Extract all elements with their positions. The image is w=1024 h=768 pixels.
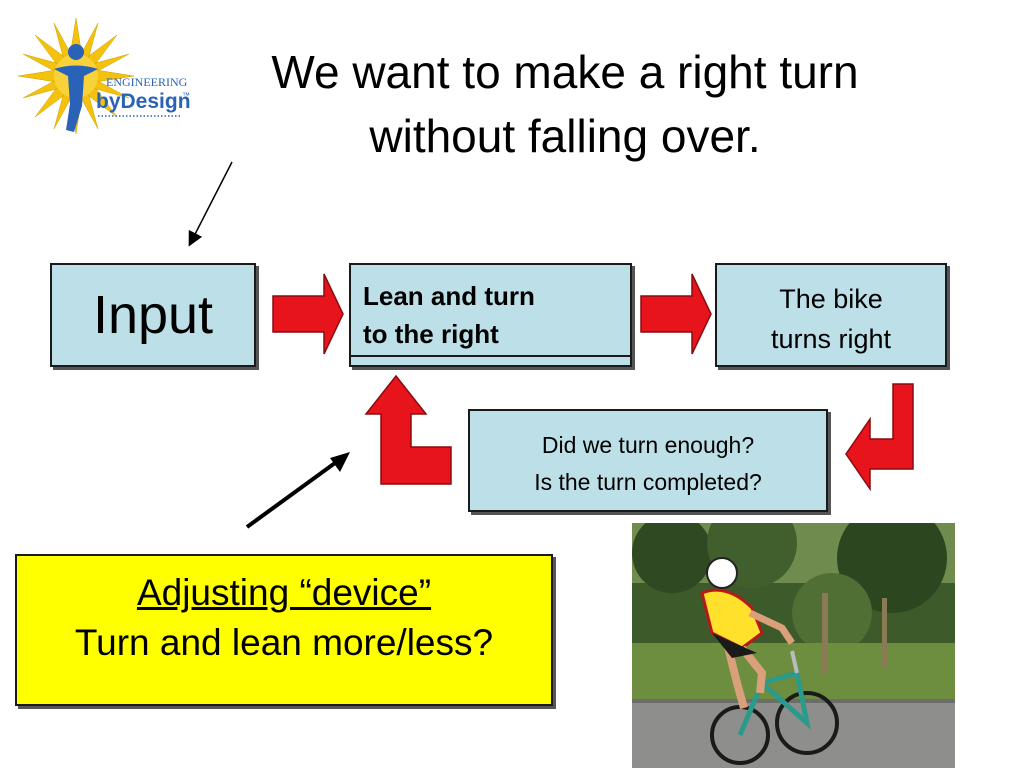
red-arrow-feedback-up — [364, 374, 452, 485]
adjust-line-1: Adjusting “device” — [136, 572, 432, 613]
cyclist-photo — [632, 523, 955, 768]
person-figure-icon — [54, 44, 98, 132]
engineering-by-design-logo: ENGINEERING byDesign ™ — [14, 14, 194, 144]
logo-brand-text: byDesign — [96, 90, 191, 113]
feedback-line-1: Did we turn enough? — [541, 432, 755, 458]
title-line-1: We want to make a right turn — [271, 46, 859, 98]
title-to-input-arrow — [188, 161, 233, 247]
logo-top-text: ENGINEERING — [106, 75, 188, 89]
feedback-box: Did we turn enough? Is the turn complete… — [468, 409, 828, 512]
process-line-1: Lean and turn — [363, 281, 535, 311]
output-line-1: The bike — [779, 284, 883, 314]
adjust-to-feedback-arrow — [245, 452, 350, 529]
output-box: The bike turns right — [715, 263, 947, 367]
red-arrow-input-to-process — [272, 273, 344, 355]
process-line-2: to the right — [363, 319, 499, 349]
slide-title: We want to make a right turn without fal… — [195, 40, 935, 168]
input-box: Input — [50, 263, 256, 367]
title-line-2: without falling over. — [369, 110, 761, 162]
red-arrow-output-down-left — [845, 383, 914, 492]
input-label: Input — [92, 285, 214, 345]
sunburst-icon — [17, 17, 135, 135]
feedback-line-2: Is the turn completed? — [534, 469, 762, 495]
adjusting-device-box: Adjusting “device” Turn and lean more/le… — [15, 554, 553, 706]
adjust-line-2: Turn and lean more/less? — [74, 622, 494, 663]
logo-tm: ™ — [182, 91, 190, 100]
output-line-2: turns right — [770, 324, 892, 354]
red-arrow-process-to-output — [640, 273, 712, 355]
process-box: Lean and turn to the right — [349, 263, 632, 367]
cyclist-figure-icon — [700, 557, 839, 765]
